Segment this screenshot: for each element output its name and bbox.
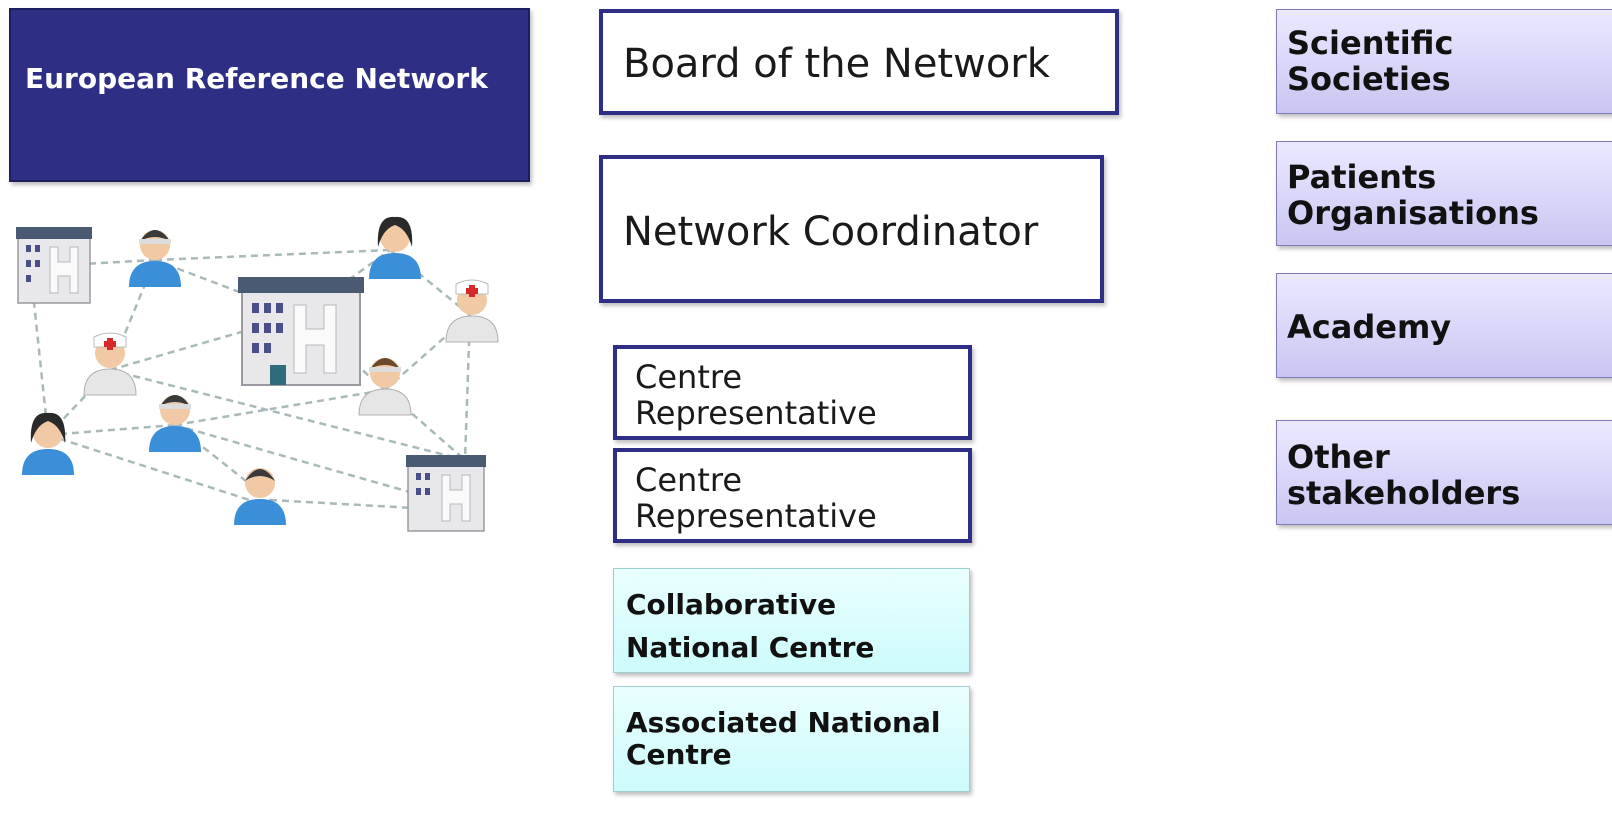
- centre-representative-label: Centre Representative: [635, 358, 877, 432]
- nurse-icon: [83, 332, 137, 396]
- network-coordinator-box: Network Coordinator: [599, 155, 1104, 303]
- coordinator-label: Network Coordinator: [623, 209, 1039, 255]
- hospital-icon: [238, 277, 364, 386]
- network-illustration: [16, 216, 499, 532]
- stakeholder-box-patients-organisations: Patients Organisations: [1276, 141, 1612, 246]
- stakeholder-box-scientific-societies: Scientific Societies: [1276, 9, 1612, 114]
- centre-representative-box: Centre Representative: [613, 345, 972, 440]
- associated-national-centre-box: Associated National Centre: [613, 686, 970, 792]
- stakeholder-label: Scientific Societies: [1287, 24, 1454, 98]
- centre-representative-box: Centre Representative: [613, 448, 972, 543]
- patient-icon: [22, 412, 74, 475]
- collaborative-national-centre-box: Collaborative National Centre: [613, 568, 970, 673]
- board-label: Board of the Network: [623, 41, 1050, 87]
- stakeholder-label: Other stakeholders: [1287, 438, 1521, 512]
- hospital-icon: [406, 455, 486, 532]
- network-title-box: European Reference Network: [9, 8, 530, 182]
- centre-representative-label: Centre Representative: [635, 461, 877, 535]
- doctor-icon: [358, 358, 412, 416]
- collaborative-centre-label: Collaborative National Centre: [626, 588, 875, 664]
- board-of-network-box: Board of the Network: [599, 9, 1119, 115]
- patient-icon: [369, 216, 421, 279]
- nurse-icon: [445, 279, 499, 343]
- doctor-icon: [149, 395, 201, 452]
- patient-icon: [234, 468, 286, 525]
- stakeholder-label: Academy: [1287, 308, 1452, 346]
- stakeholder-box-academy: Academy: [1276, 273, 1612, 378]
- stakeholder-box-other: Other stakeholders: [1276, 420, 1612, 525]
- hospital-icon: [16, 227, 92, 304]
- network-title: European Reference Network: [25, 62, 488, 95]
- doctor-icon: [129, 230, 181, 287]
- associated-centre-label: Associated National Centre: [626, 706, 941, 771]
- stakeholder-label: Patients Organisations: [1287, 158, 1539, 232]
